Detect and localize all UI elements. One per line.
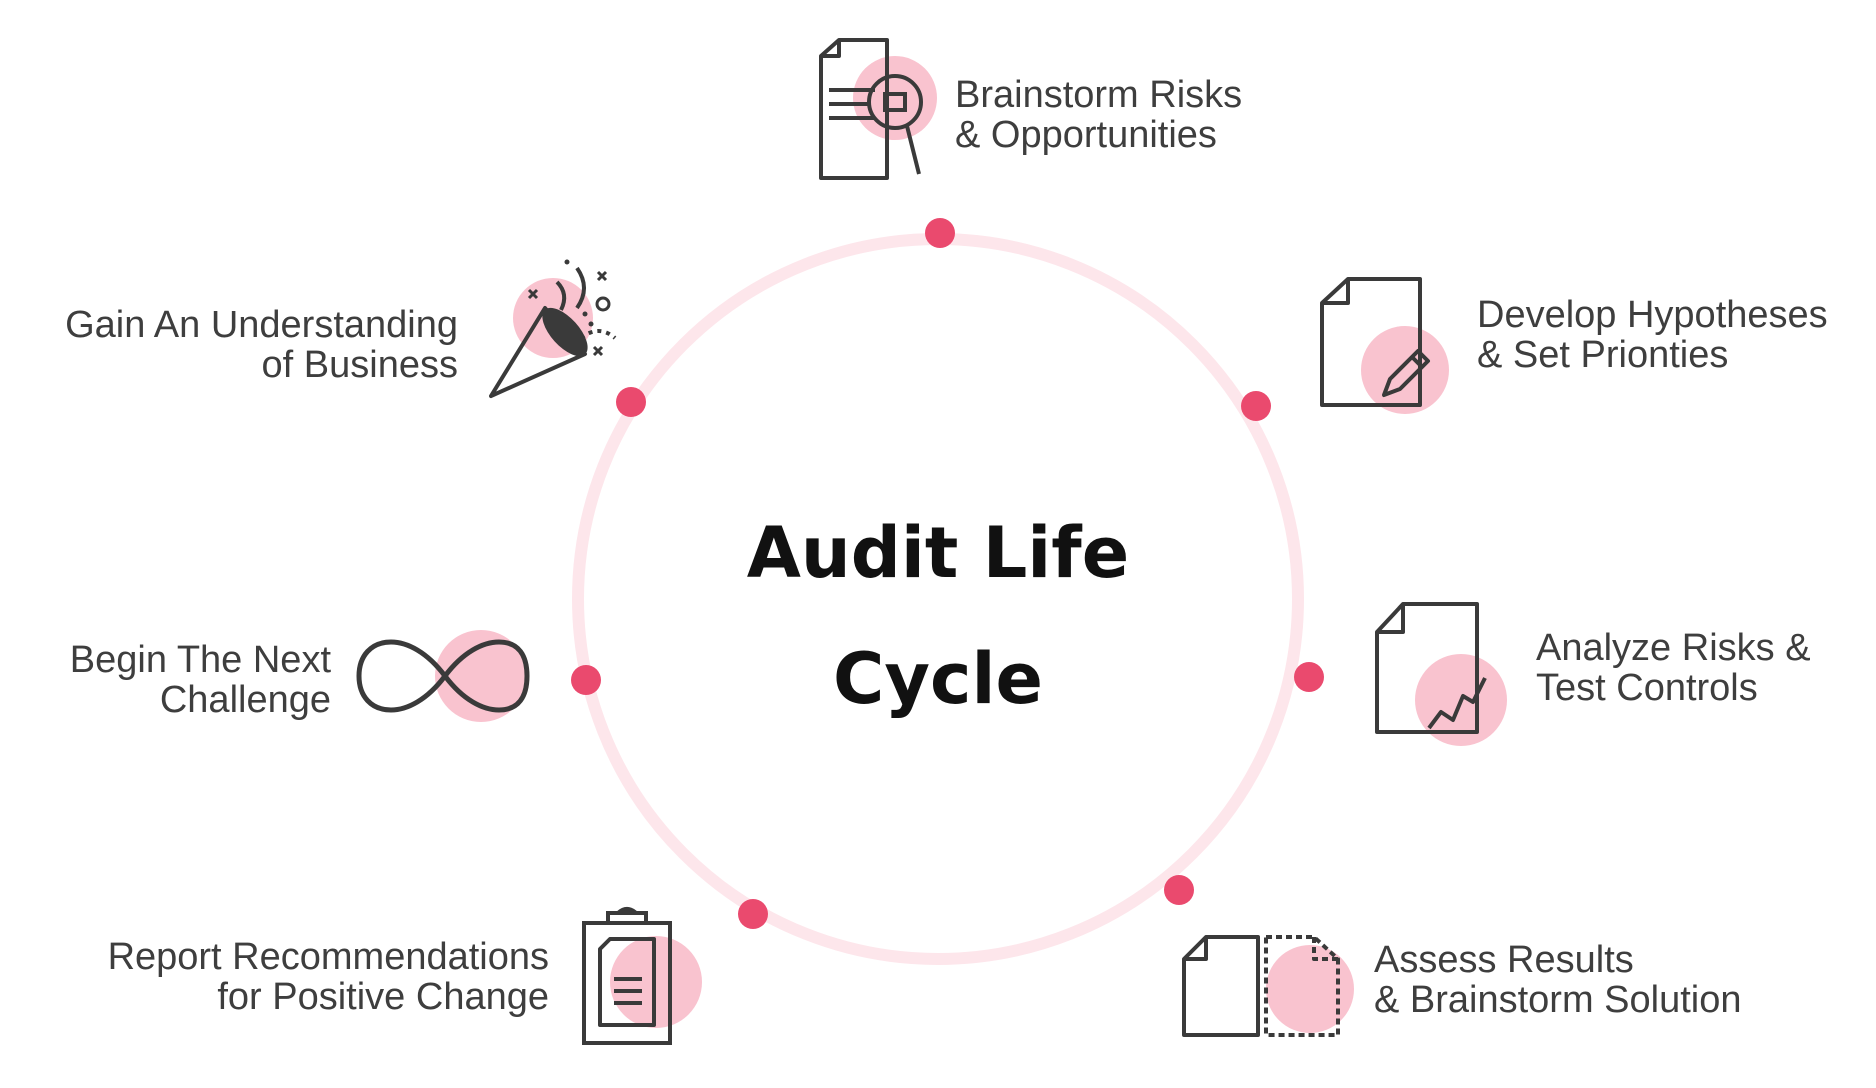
step-label-report-line1: Report Recommendations — [107, 936, 549, 978]
step-dot-gain — [616, 387, 646, 417]
step-label-assess: Assess Results & Brainstorm Solution — [1374, 940, 1742, 1020]
step-label-gain-line1: Gain An Understanding — [65, 304, 458, 346]
document-magnifier-icon — [819, 38, 937, 180]
title-line-2: Cycle — [833, 638, 1043, 720]
step-label-brainstorm-line2: & Opportunities — [955, 114, 1217, 156]
step-label-begin-line1: Begin The Next — [69, 639, 331, 681]
step-label-brainstorm: Brainstorm Risks & Opportunities — [955, 75, 1242, 155]
step-label-gain: Gain An Understanding of Business — [65, 305, 458, 385]
document-chart-icon — [1375, 602, 1507, 746]
step-dot-analyze — [1294, 662, 1324, 692]
step-label-report: Report Recommendations for Positive Chan… — [108, 937, 549, 1017]
title-line-1: Audit Life — [746, 512, 1130, 594]
step-label-gain-line2: of Business — [261, 344, 458, 386]
step-label-develop-line1: Develop Hypotheses — [1477, 294, 1828, 336]
step-label-assess-line1: Assess Results — [1374, 939, 1634, 981]
diagram-title: Audit Life Cycle — [638, 490, 1238, 742]
step-dot-develop — [1241, 391, 1271, 421]
step-label-analyze-line1: Analyze Risks & — [1536, 627, 1811, 669]
step-dot-begin — [571, 665, 601, 695]
step-label-develop: Develop Hypotheses & Set Prionties — [1477, 295, 1828, 375]
step-label-begin: Begin The Next Challenge — [70, 640, 331, 720]
clipboard-icon — [582, 907, 702, 1045]
document-pencil-icon — [1320, 277, 1449, 414]
step-label-assess-line2: & Brainstorm Solution — [1374, 979, 1742, 1021]
infinity-icon — [356, 630, 530, 722]
step-label-begin-line2: Challenge — [159, 679, 331, 721]
step-label-brainstorm-line1: Brainstorm Risks — [955, 74, 1243, 116]
step-dot-assess — [1164, 875, 1194, 905]
party-popper-icon — [489, 259, 617, 398]
step-dot-report — [738, 899, 768, 929]
documents-compare-icon — [1182, 935, 1354, 1037]
step-label-develop-line2: & Set Prionties — [1477, 334, 1729, 376]
step-label-report-line2: for Positive Change — [217, 976, 549, 1018]
step-dot-brainstorm — [925, 218, 955, 248]
step-label-analyze-line2: Test Controls — [1536, 667, 1758, 709]
step-label-analyze: Analyze Risks & Test Controls — [1536, 628, 1811, 708]
